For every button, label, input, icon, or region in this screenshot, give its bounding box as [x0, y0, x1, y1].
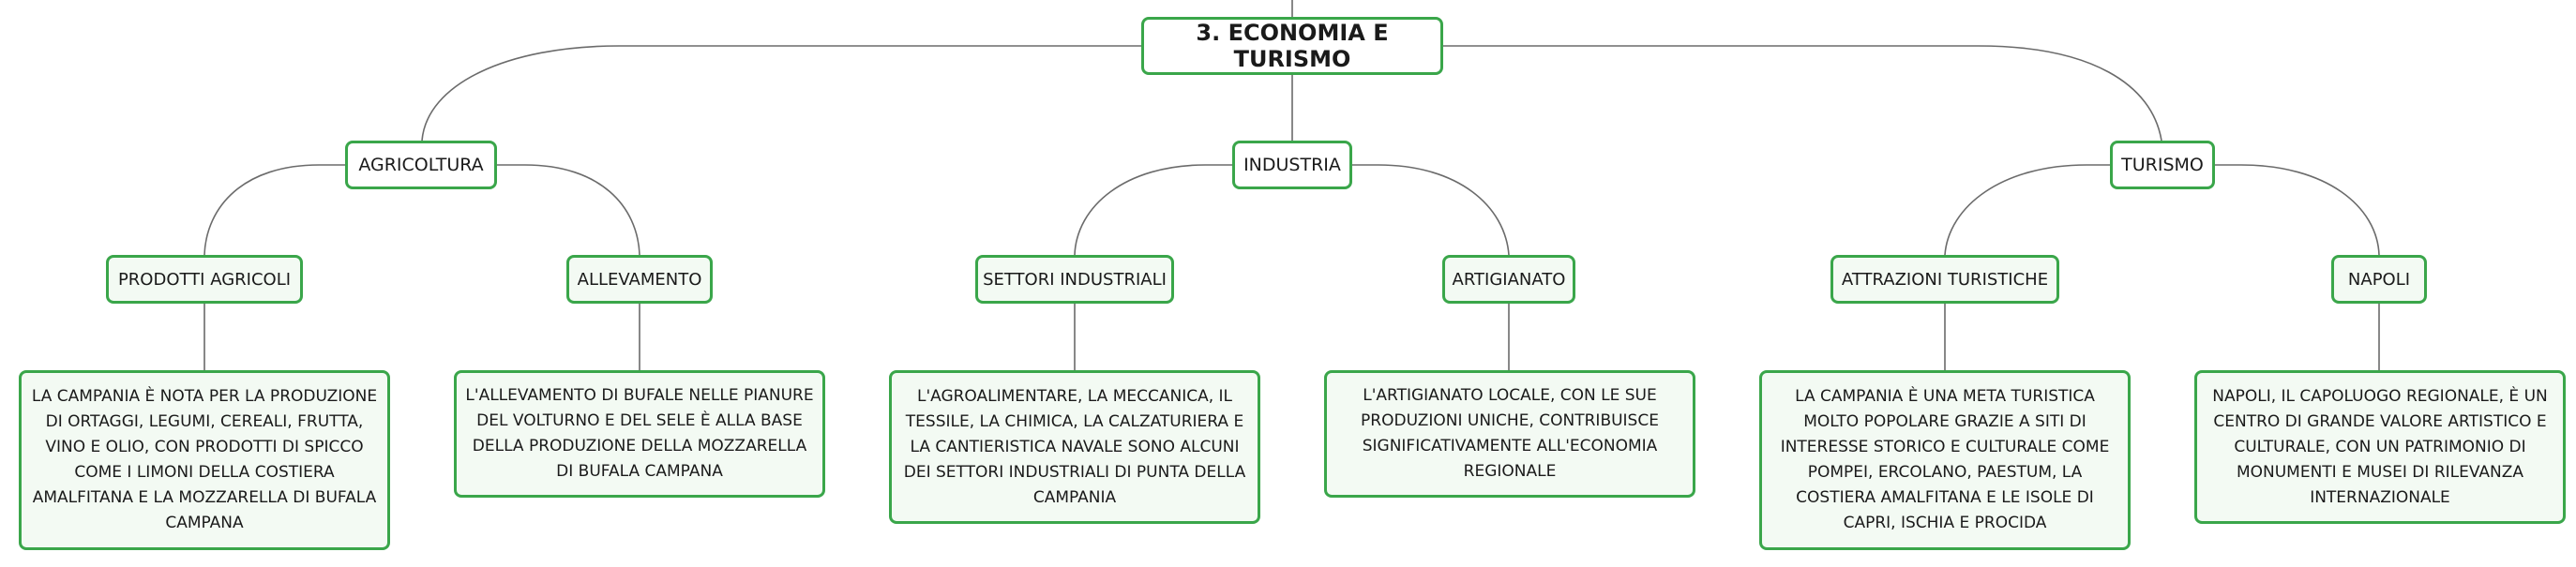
connector-agricoltura-prodotti: [203, 164, 345, 256]
leaf-prodotti-agricoli-text[interactable]: LA CAMPANIA È NOTA PER LA PRODUZIONE DI …: [19, 370, 390, 550]
subtopic-napoli[interactable]: NAPOLI: [2331, 255, 2427, 304]
connector-root-agricoltura: [421, 45, 1141, 142]
topic-industria[interactable]: INDUSTRIA: [1232, 141, 1352, 189]
connector-turismo-napoli: [2215, 164, 2380, 256]
topic-agricoltura[interactable]: AGRICOLTURA: [345, 141, 497, 189]
leaf-attrazioni-turistiche-text[interactable]: LA CAMPANIA È UNA META TURISTICA MOLTO P…: [1759, 370, 2131, 550]
root-topic[interactable]: 3. ECONOMIA E TURISMO: [1141, 17, 1443, 75]
connector-turismo-attrazioni: [1944, 164, 2110, 256]
subtopic-prodotti-agricoli[interactable]: PRODOTTI AGRICOLI: [106, 255, 303, 304]
subtopic-settori-industriali[interactable]: SETTORI INDUSTRIALI: [975, 255, 1174, 304]
connector-industria-settori: [1074, 164, 1232, 256]
subtopic-attrazioni-turistiche[interactable]: ATTRAZIONI TURISTICHE: [1830, 255, 2059, 304]
leaf-allevamento-text[interactable]: L'ALLEVAMENTO DI BUFALE NELLE PIANURE DE…: [454, 370, 825, 498]
connector-industria-artigianato: [1352, 164, 1510, 256]
topic-turismo[interactable]: TURISMO: [2110, 141, 2215, 189]
leaf-napoli-text[interactable]: NAPOLI, IL CAPOLUOGO REGIONALE, È UN CEN…: [2194, 370, 2566, 524]
connector-root-turismo: [1443, 45, 2162, 142]
leaf-settori-industriali-text[interactable]: L'AGROALIMENTARE, LA MECCANICA, IL TESSI…: [889, 370, 1260, 524]
subtopic-artigianato[interactable]: ARTIGIANATO: [1442, 255, 1575, 304]
connector-agricoltura-allevamento: [497, 164, 640, 256]
subtopic-allevamento[interactable]: ALLEVAMENTO: [566, 255, 713, 304]
leaf-artigianato-text[interactable]: L'ARTIGIANATO LOCALE, CON LE SUE PRODUZI…: [1324, 370, 1695, 498]
